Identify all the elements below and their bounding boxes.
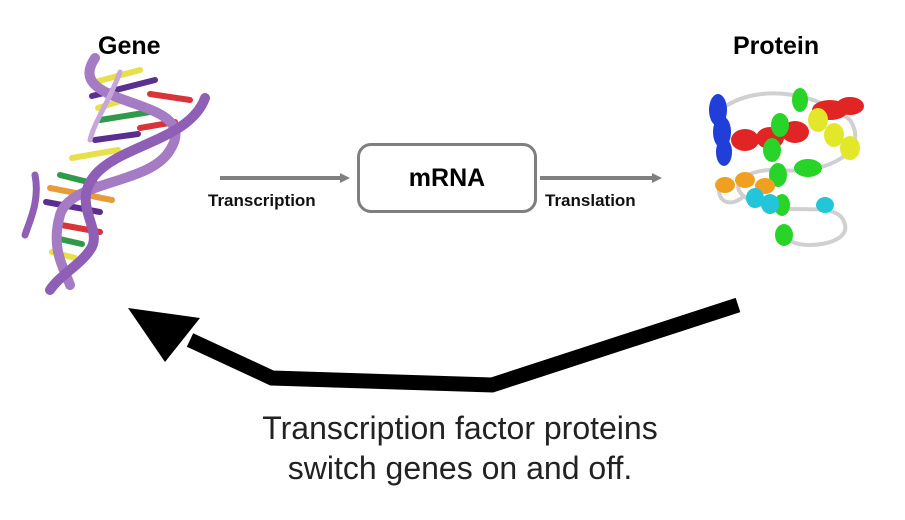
mrna-box: mRNA (357, 143, 537, 213)
caption-line-1: Transcription factor proteins (262, 410, 658, 446)
translation-label: Translation (545, 191, 636, 210)
feedback-arrow (128, 297, 741, 393)
dna-double-helix-icon (21, 53, 210, 295)
caption-line-2: switch genes on and off. (287, 450, 633, 486)
mrna-label: mRNA (408, 163, 486, 192)
caption: Transcription factor proteins switch gen… (150, 408, 770, 488)
transcription-label: Transcription (208, 191, 316, 210)
protein-heading: Protein (733, 32, 820, 60)
gene-heading: Gene (98, 32, 161, 60)
protein-ribbon-structure-icon (709, 88, 864, 247)
